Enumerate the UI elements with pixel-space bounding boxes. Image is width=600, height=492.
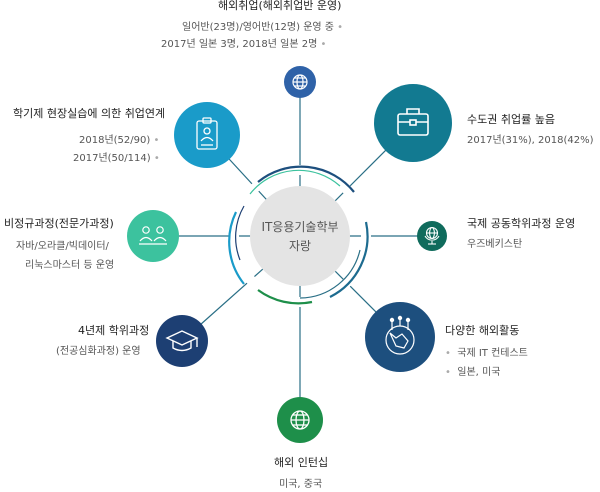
- bullet: •: [445, 367, 451, 378]
- field-training-line1: 2018년(52/90) •: [79, 134, 159, 148]
- four-year-line1: (전공심화과정) 운영: [56, 346, 141, 357]
- overseas-intern-title: 해외 인턴십: [274, 456, 329, 469]
- field-training-line2-text: 2017년(50/114): [73, 153, 151, 164]
- overseas-activities-line2: • 일본, 미국: [445, 366, 500, 380]
- non-regular-line1: 자바/오라클/빅데이터/: [16, 241, 109, 252]
- overseas-intern-line1: 미국, 중국: [279, 479, 323, 490]
- node-non-regular: [127, 210, 179, 262]
- capital-job-title: 수도권 취업률 높음: [467, 113, 555, 126]
- bullet: •: [445, 348, 451, 359]
- overseas-job-line2-text: 2017년 일본 3명, 2018년 일본 2명: [161, 39, 318, 50]
- graduation-cap-icon: [165, 330, 199, 352]
- overseas-job-line1: 일어반(23명)/영어반(12명) 운영 중 •: [182, 21, 343, 35]
- node-four-year: [156, 315, 208, 367]
- field-training-line1-text: 2018년(52/90): [79, 135, 151, 146]
- overseas-job-line1-text: 일어반(23명)/영어반(12명) 운영 중: [182, 22, 334, 33]
- overseas-activities-line2-text: 일본, 미국: [457, 367, 501, 378]
- node-overseas-activities: [365, 302, 435, 372]
- bullet: •: [153, 135, 160, 146]
- center-label-line1: IT응용기술학부: [261, 220, 339, 234]
- globe-stand-icon: [424, 226, 440, 245]
- bullet: •: [153, 153, 160, 164]
- center-label-line2: 자랑: [288, 239, 312, 253]
- capital-job-line1: 2017년(31%), 2018(42%): [467, 135, 594, 146]
- overseas-job-title: 해외취업(해외취업반 운영): [218, 0, 342, 12]
- network-globe-icon: [385, 315, 415, 355]
- id-badge-icon: [196, 117, 218, 150]
- non-regular-title: 비정규과정(전문가과정): [4, 217, 114, 230]
- node-field-training: [174, 102, 240, 168]
- four-year-title: 4년제 학위과정: [78, 324, 150, 337]
- joint-degree-line1: 우즈베키스탄: [467, 239, 523, 250]
- overseas-job-line2: 2017년 일본 3명, 2018년 일본 2명 •: [161, 38, 326, 52]
- field-training-line2: 2017년(50/114) •: [73, 152, 160, 166]
- people-icon: [139, 226, 167, 245]
- globe-icon: [290, 410, 310, 430]
- joint-degree-title: 국제 공동학위과정 운영: [467, 217, 576, 230]
- field-training-title: 학기제 현장실습에 의한 취업연계: [13, 107, 166, 120]
- node-joint-degree: [417, 221, 447, 251]
- overseas-activities-title: 다양한 해외활동: [445, 324, 520, 337]
- overseas-activities-line1: • 국제 IT 컨테스트: [445, 347, 528, 361]
- non-regular-line2: 리눅스마스터 등 운영: [25, 260, 115, 271]
- briefcase-icon: [397, 108, 429, 136]
- center-rings: [228, 165, 369, 305]
- center-circle: [250, 186, 350, 286]
- center-label: IT응용기술학부 자랑: [250, 218, 350, 256]
- bullet: •: [337, 22, 344, 33]
- globe-icon: [292, 74, 308, 90]
- bullet: •: [320, 39, 327, 50]
- overseas-activities-line1-text: 국제 IT 컨테스트: [457, 348, 528, 359]
